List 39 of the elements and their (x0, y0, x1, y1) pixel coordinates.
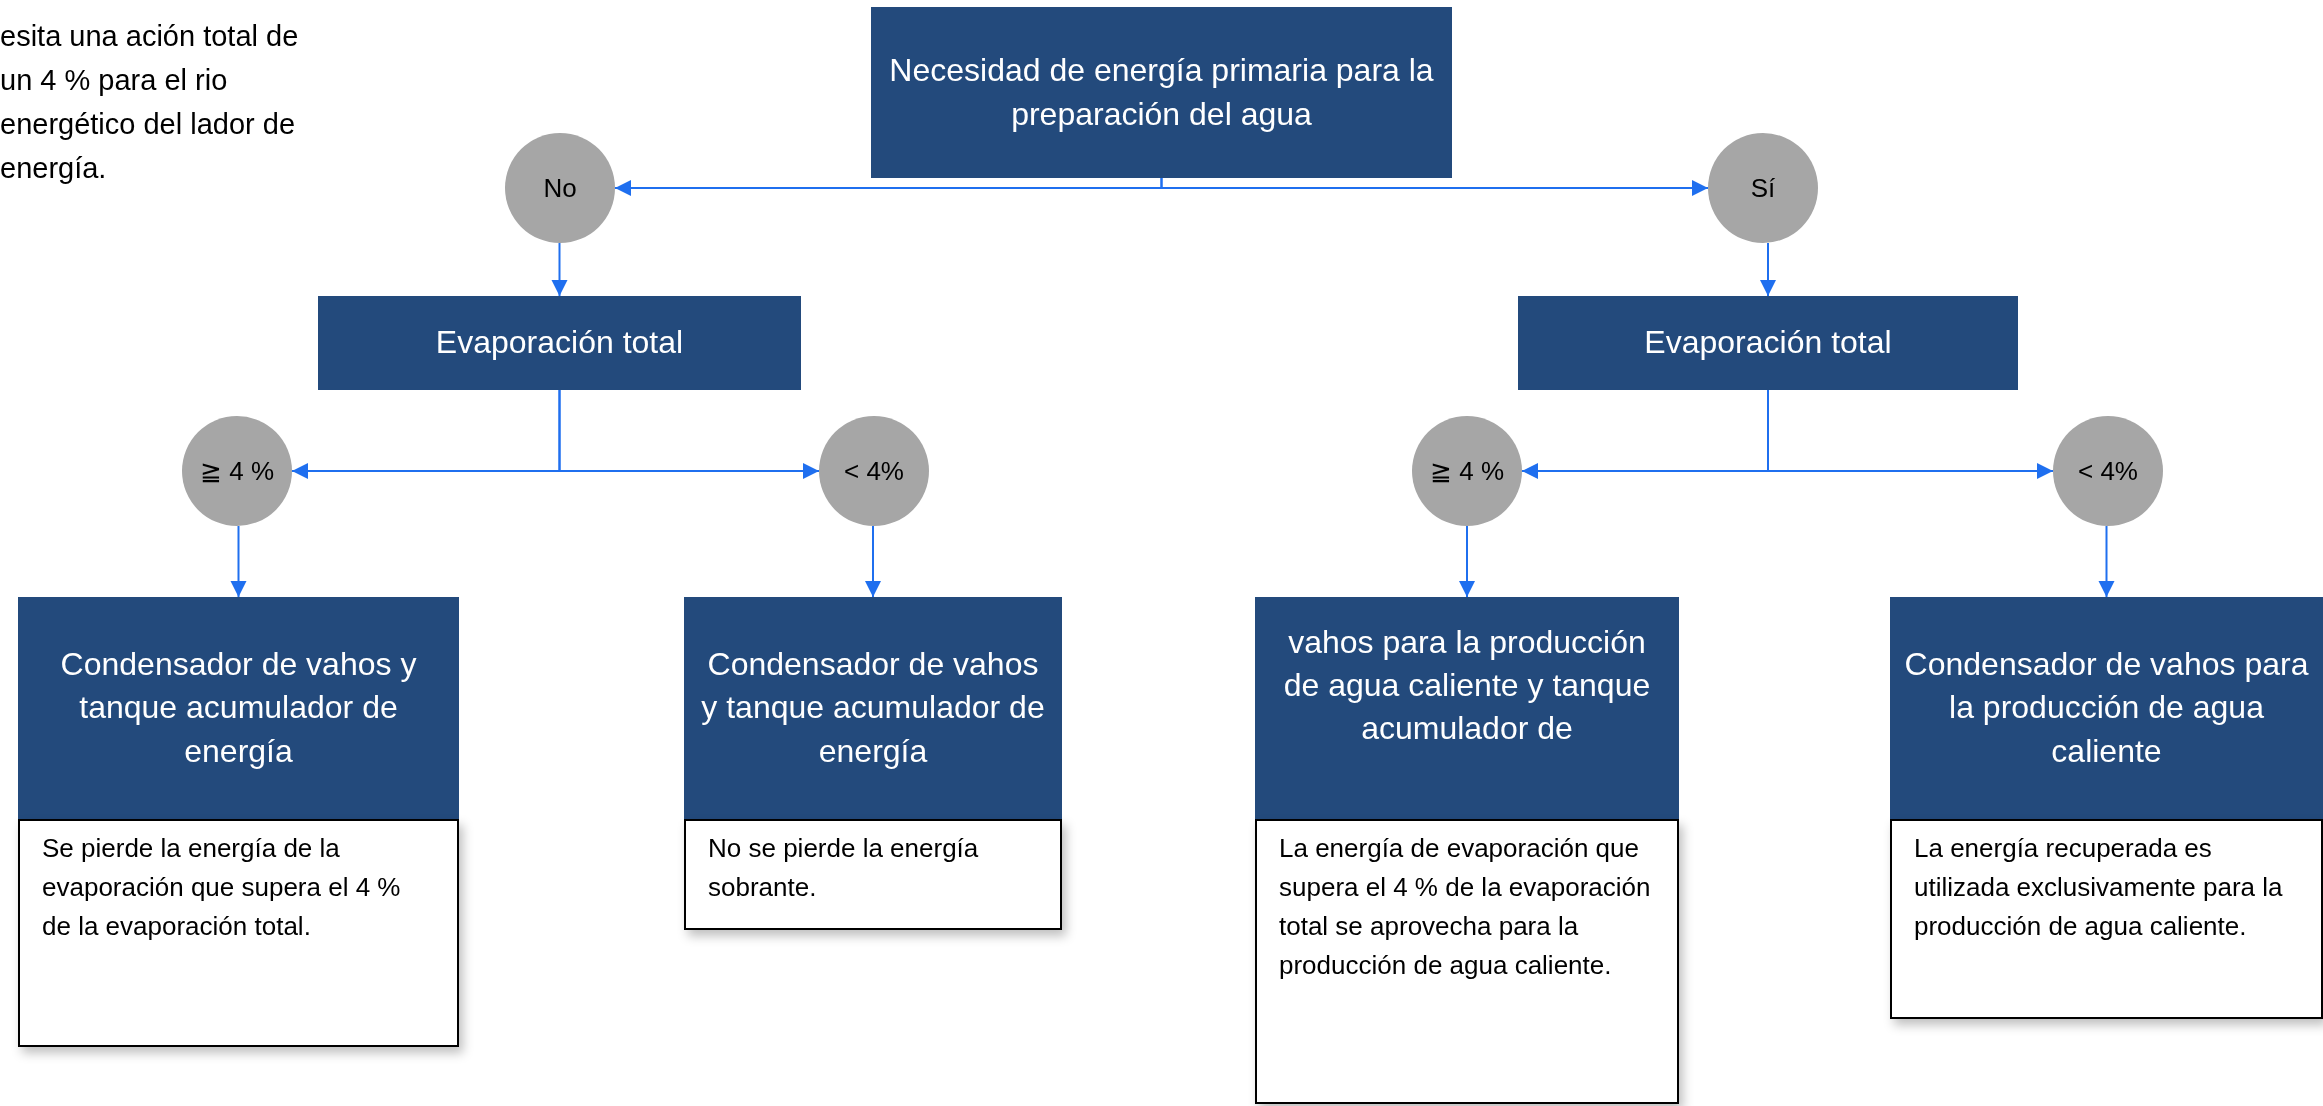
process-box (1890, 597, 2323, 819)
arrow (614, 177, 1163, 196)
note-box (1890, 819, 2323, 1019)
arrow (1160, 177, 1709, 196)
arrow (558, 389, 820, 479)
box-label: Condensador de vahos para la producción de agua caliente (1904, 645, 2309, 771)
process-box (318, 296, 801, 390)
box-label: Evaporación total (1644, 323, 1892, 363)
circle-label: ≧ 4 % (200, 455, 274, 487)
note-text: No se pierde la energía sobrante. (708, 832, 980, 904)
note-text: La energía recuperada es utilizada exclusivamente para la producción de agua caliente. (1914, 832, 2284, 943)
arrow (865, 525, 881, 598)
box-label: Necesidad de energía primaria para la preparación del agua (888, 51, 1435, 134)
circle-label: No (543, 172, 577, 204)
box-label: Condensador de vahos y tanque acumulador de energía (59, 645, 418, 771)
arrow (1459, 525, 1475, 598)
box-label: vahos para la producción de agua caliente y tanque acumulador de (1282, 623, 1652, 749)
process-box (1255, 597, 1679, 819)
circle-label: < 4% (844, 455, 904, 487)
note-box (18, 819, 459, 1047)
note-text: esita una ación total de un 4 % para el rio energético del lador de energía. (0, 19, 300, 187)
arrow (1760, 242, 1776, 297)
process-box (18, 597, 459, 819)
circle-label: Sí (1750, 172, 1776, 204)
note-box (684, 819, 1062, 930)
box-label: Condensador de vahos y tanque acumulador de energía (700, 645, 1046, 771)
arrow (551, 242, 568, 297)
process-box (1518, 296, 2018, 390)
note-box (1255, 819, 1679, 1104)
process-box (871, 7, 1452, 178)
box-label: Evaporación total (435, 323, 684, 363)
arrow (1767, 389, 2054, 479)
circle-label: < 4% (2078, 455, 2138, 487)
note-text: La energía de evaporación que supera el 4 % de la evaporación total se aprovecha para la producción de agua caliente. (1279, 832, 1652, 982)
process-box (684, 597, 1062, 819)
circle-label: ≧ 4 % (1430, 455, 1504, 487)
arrow (230, 525, 247, 598)
note-text: Se pierde la energía de la evaporación que supera el 4 % de la evaporación total. (42, 832, 402, 943)
arrow (2098, 525, 2115, 598)
